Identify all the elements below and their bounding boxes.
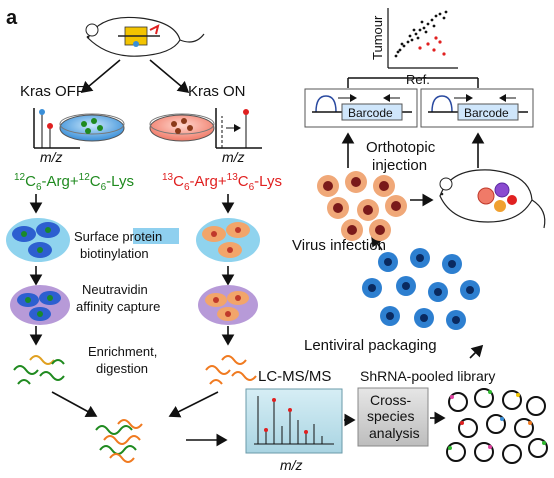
orthotopic-line2: injection bbox=[372, 157, 427, 174]
enrich-line1: Enrichment, bbox=[88, 344, 157, 359]
kras-off-label: Kras OFF bbox=[20, 83, 85, 100]
mouse-icon-right bbox=[439, 169, 546, 229]
mz-label-left: m/z bbox=[40, 149, 63, 165]
cross-line1: Cross- bbox=[370, 392, 412, 408]
barcode-label-left: Barcode bbox=[348, 106, 393, 120]
plasmid-markers bbox=[448, 390, 546, 450]
ms-title: LC-MS/MS bbox=[258, 368, 331, 385]
light-label: 12C6-Arg+12C6-Lys bbox=[14, 172, 134, 193]
lentiviral-label: Lentiviral packaging bbox=[304, 337, 437, 354]
cell-cluster-heavy-2 bbox=[198, 285, 258, 325]
ms-spectrum bbox=[254, 396, 334, 445]
spectrum-heavy bbox=[215, 108, 262, 149]
dish-blue bbox=[59, 113, 125, 142]
dish-red bbox=[149, 113, 215, 142]
scatter-plot bbox=[387, 8, 458, 69]
cell-cluster-light-2 bbox=[10, 285, 70, 325]
spectrum-light bbox=[33, 108, 80, 149]
cross-species-box bbox=[357, 387, 429, 447]
library-label: ShRNA-pooled library bbox=[360, 368, 495, 384]
panel-letter: a bbox=[6, 7, 18, 29]
ms-mz-label: m/z bbox=[280, 457, 303, 473]
cross-line3: analysis bbox=[369, 425, 420, 441]
scatter-ylabel: Tumour bbox=[370, 15, 385, 60]
virus-particles bbox=[362, 248, 480, 330]
kras-on-label: Kras ON bbox=[188, 83, 246, 100]
cross-line2: species bbox=[367, 408, 414, 424]
cell-cluster-heavy-1 bbox=[196, 218, 260, 262]
mz-label-right: m/z bbox=[222, 149, 245, 165]
peptides-mixed bbox=[95, 419, 143, 463]
peptides-heavy bbox=[205, 355, 257, 385]
peptides-light bbox=[13, 355, 65, 385]
neutr-line2: affinity capture bbox=[76, 299, 160, 314]
mouse-icon-top bbox=[85, 16, 205, 57]
cell-cluster-light-1 bbox=[6, 218, 70, 262]
biotin-line1: Surface protein bbox=[74, 229, 162, 244]
infected-cells bbox=[317, 171, 407, 241]
scatter-xlabel: Ref. bbox=[406, 72, 430, 87]
protein-highlight bbox=[133, 228, 179, 244]
barcode-label-right: Barcode bbox=[464, 106, 509, 120]
biotin-line2: biotinylation bbox=[80, 246, 149, 261]
ms-panel bbox=[245, 388, 343, 454]
barcode-box-right bbox=[420, 88, 534, 128]
arrow bbox=[149, 59, 190, 94]
heavy-label: 13C6-Arg+13C6-Lys bbox=[162, 172, 282, 193]
arrow bbox=[80, 59, 121, 94]
orthotopic-line1: Orthotopic bbox=[366, 139, 436, 156]
virus-infection-label: Virus infection bbox=[292, 237, 386, 254]
plasmid-library bbox=[446, 388, 548, 464]
neutr-line1: Neutravidin bbox=[82, 282, 148, 297]
enrich-line2: digestion bbox=[96, 361, 148, 376]
barcode-box-left bbox=[304, 88, 418, 128]
